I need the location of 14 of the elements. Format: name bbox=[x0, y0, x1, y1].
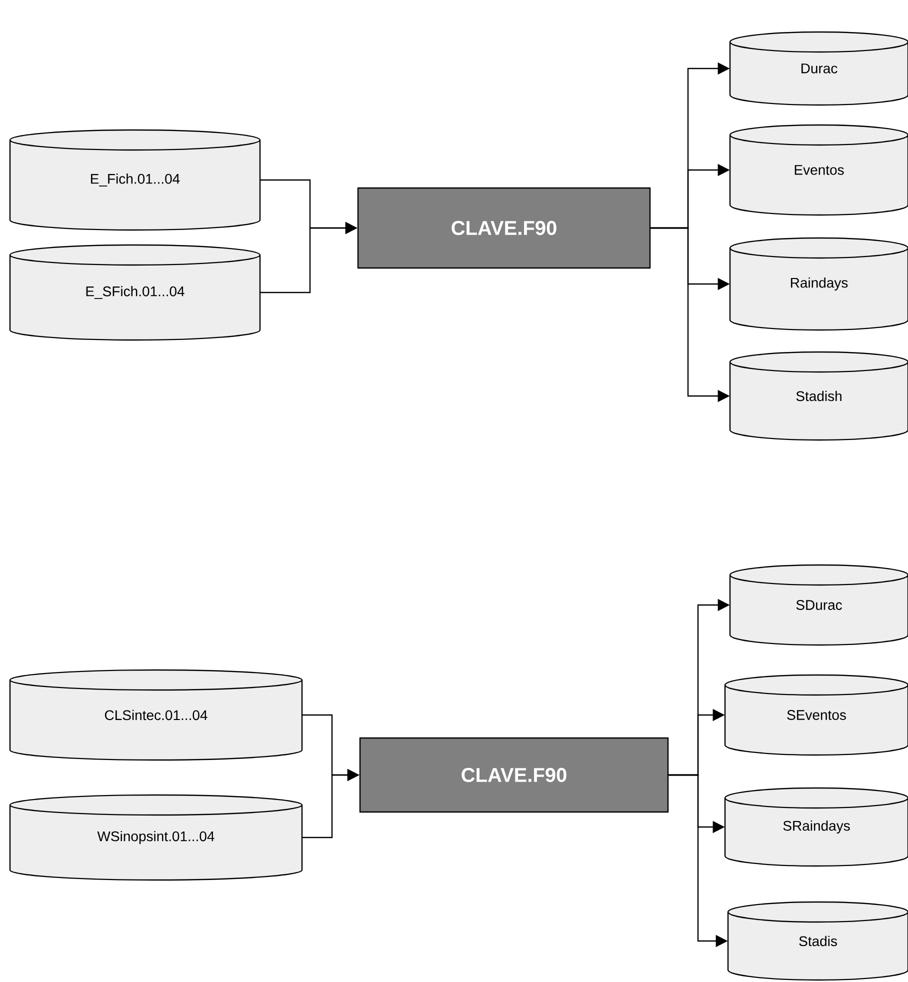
database-cylinder: CLSintec.01...04 bbox=[9, 669, 303, 761]
process-box: CLAVE.F90 bbox=[359, 737, 669, 813]
database-cylinder: Stadis bbox=[727, 901, 908, 981]
database-cylinder: SEventos bbox=[724, 674, 908, 756]
database-cylinder: E_Fich.01...04 bbox=[9, 129, 261, 231]
process-box: CLAVE.F90 bbox=[357, 187, 651, 269]
database-cylinder: SRaindays bbox=[724, 787, 908, 867]
database-cylinder: Durac bbox=[729, 31, 908, 106]
database-cylinder: Raindays bbox=[729, 237, 908, 331]
database-cylinder: Stadish bbox=[729, 351, 908, 441]
database-cylinder: SDurac bbox=[729, 564, 908, 646]
database-cylinder: Eventos bbox=[729, 124, 908, 216]
database-cylinder: E_SFich.01...04 bbox=[9, 244, 261, 341]
database-cylinder: WSinopsint.01...04 bbox=[9, 794, 303, 881]
